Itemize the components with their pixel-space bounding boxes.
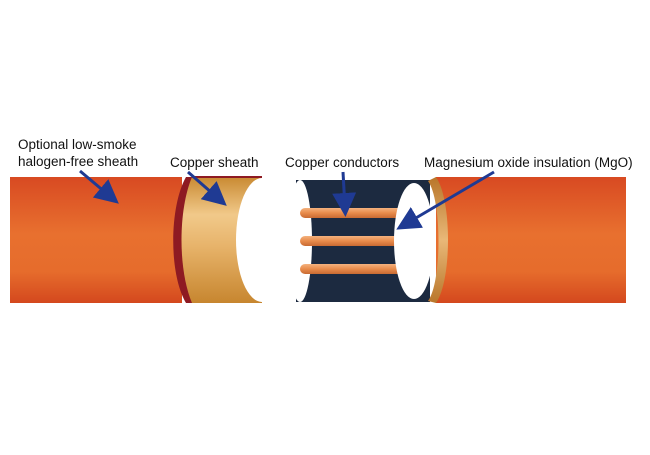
copper-sheath-right-ring (428, 177, 448, 303)
outer-sheath-left (10, 177, 182, 303)
mgo-face-left (236, 178, 288, 302)
label-copper-sheath: Copper sheath (170, 155, 259, 170)
copper-conductor-1 (300, 208, 410, 218)
outer-sheath-right (436, 177, 626, 303)
arrow-copper-sheath (187, 170, 227, 206)
copper-conductor-3 (300, 264, 410, 274)
arrow-mgo (396, 170, 495, 230)
annotation-arrows (79, 169, 495, 230)
arrow-copper-conductors (332, 171, 357, 217)
label-copper-conductors: Copper conductors (285, 155, 400, 170)
mgo-insulation-right (394, 183, 434, 299)
copper-conductors-group (300, 208, 410, 274)
copper-conductor-2 (300, 236, 410, 246)
label-optional-sheath-line2: halogen-free sheath (18, 154, 139, 169)
label-magnesium-oxide: Magnesium oxide insulation (MgO) (424, 155, 633, 170)
label-optional-sheath: Optional low-smoke halogen-free sheath (18, 136, 138, 170)
arrow-optional-sheath (79, 169, 119, 204)
label-optional-sheath-line1: Optional low-smoke (18, 137, 137, 152)
